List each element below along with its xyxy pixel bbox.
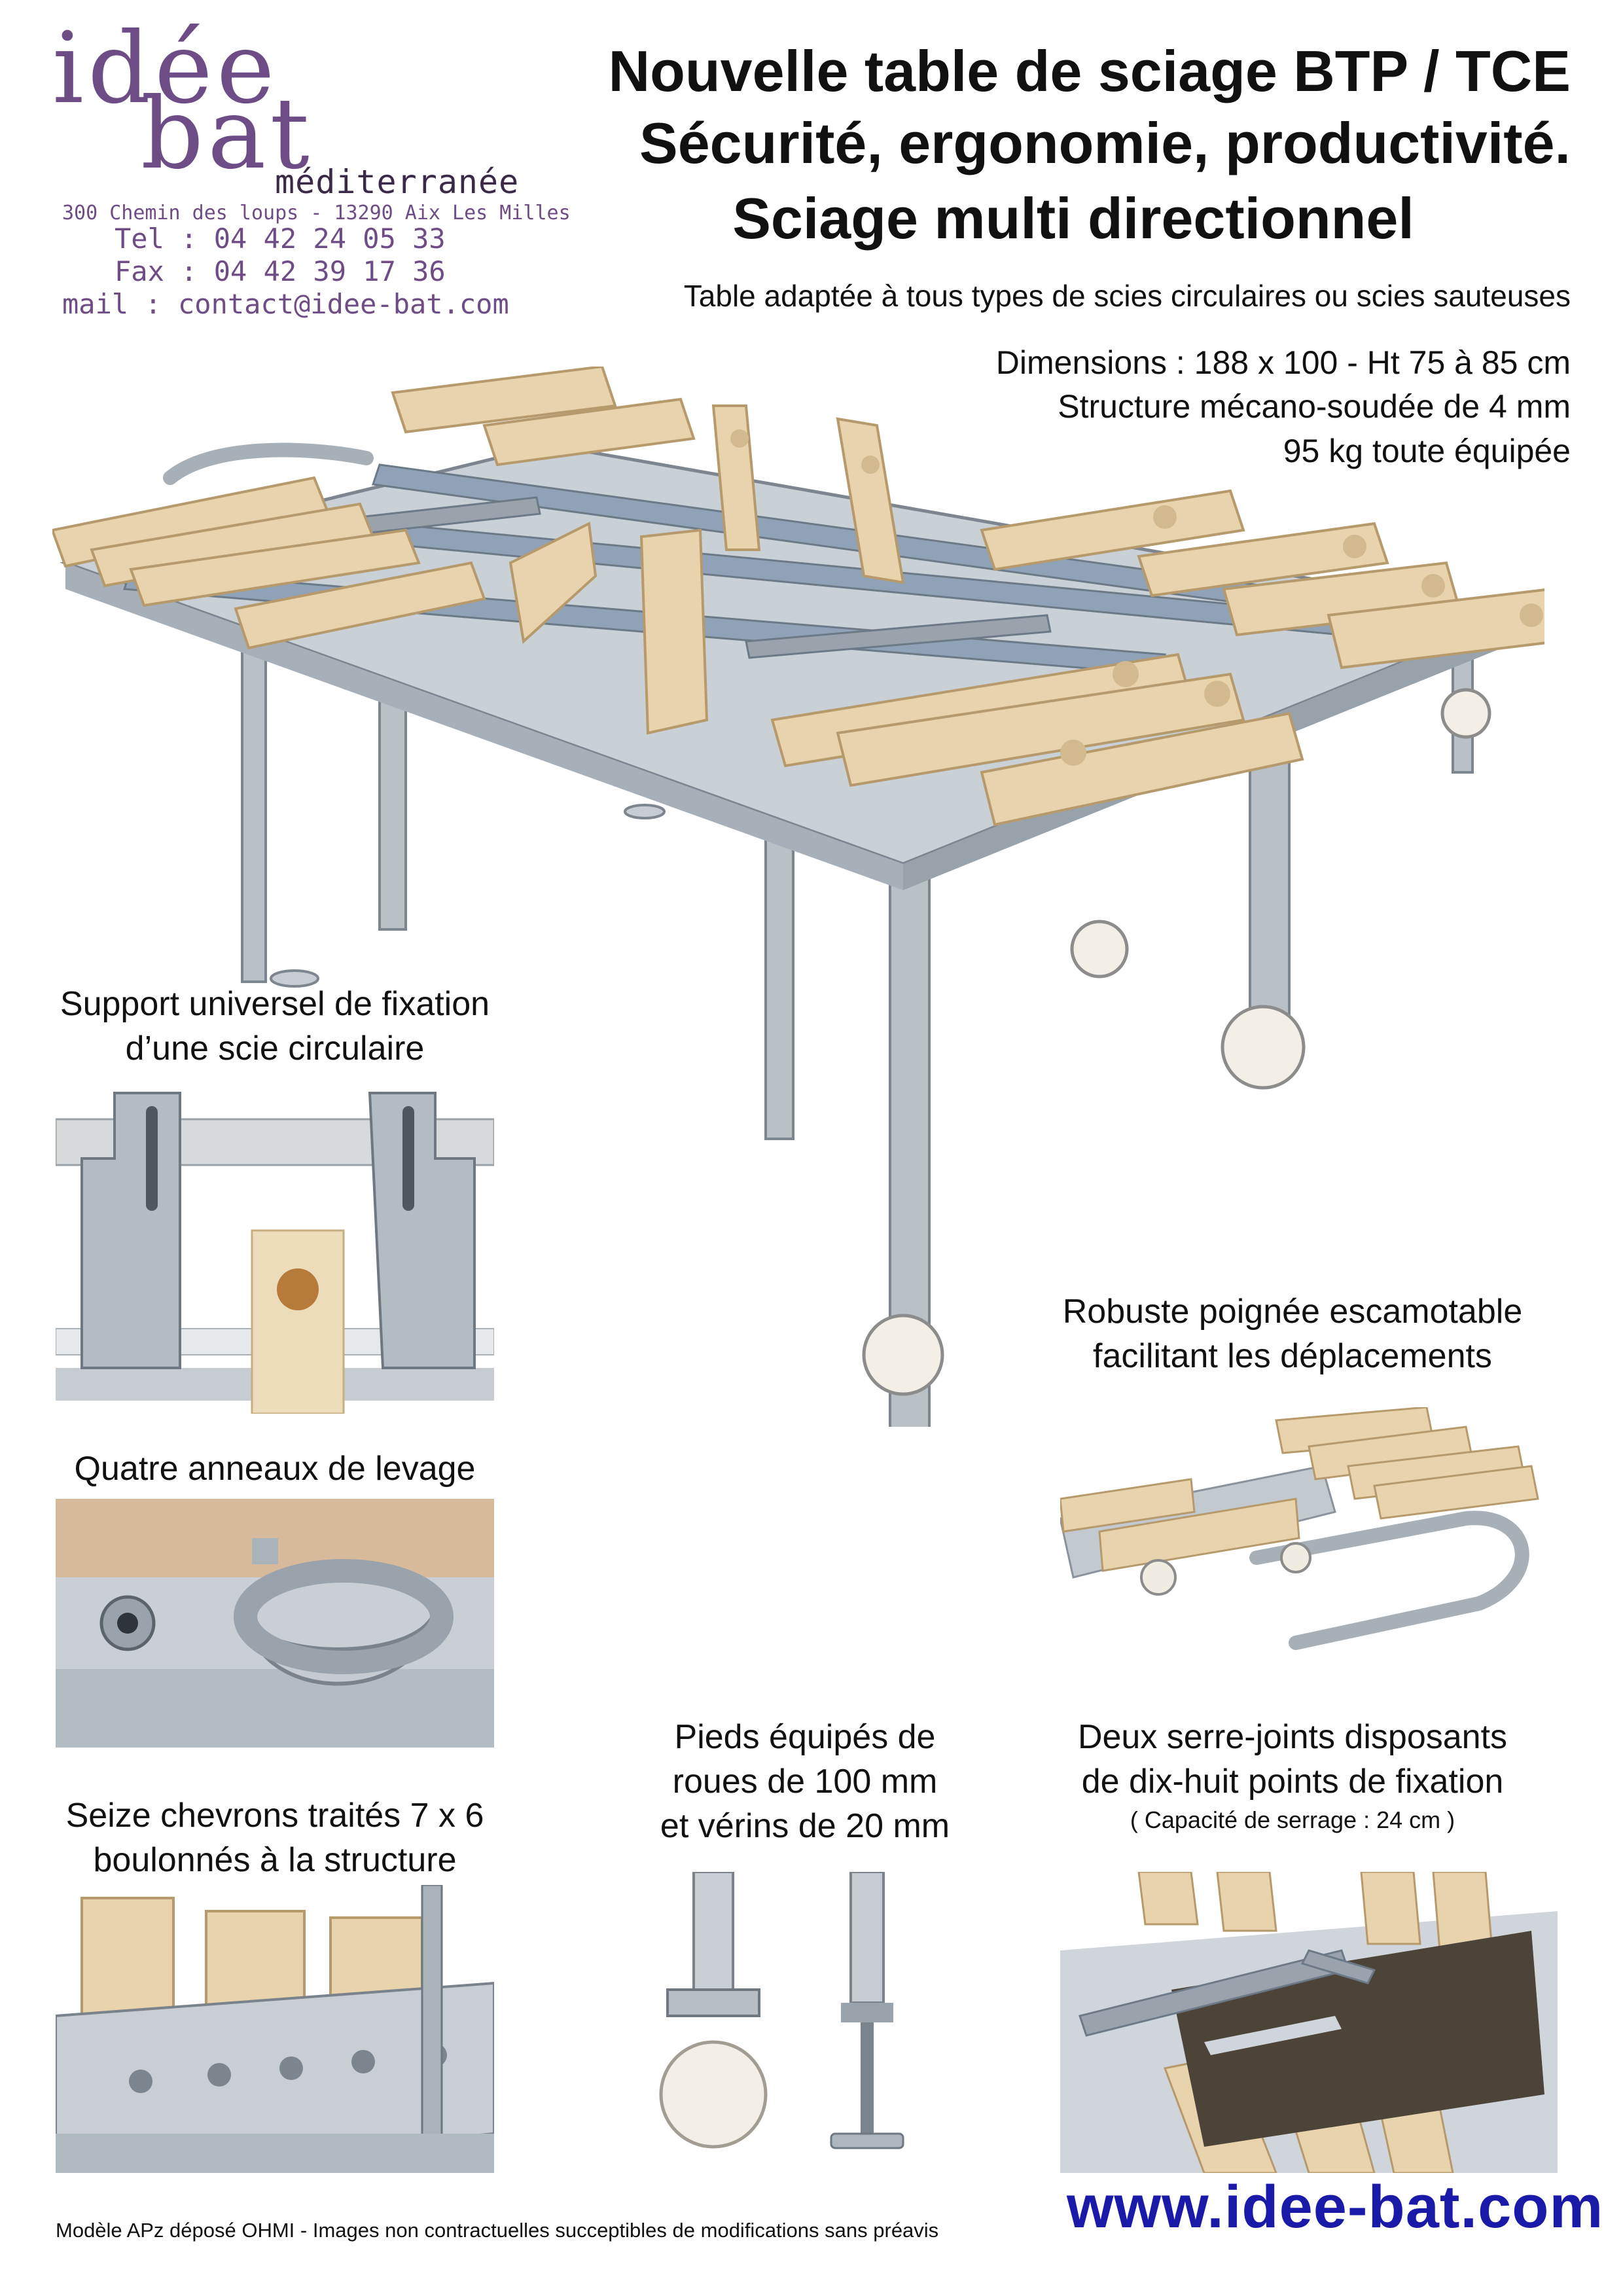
caption-feet-line1: Pieds équipés de: [674, 1718, 936, 1756]
photo-feet: [641, 1872, 969, 2173]
headline-line2: Sécurité, ergonomie, productivité.: [639, 111, 1571, 175]
spec-weight: 95 kg toute équipée: [1283, 433, 1571, 469]
legal-notice: Modèle APz déposé OHMI - Images non cont…: [56, 2219, 939, 2242]
photo-clamps: [1060, 1872, 1558, 2173]
photo-lifting-ring: [56, 1499, 494, 1748]
caption-chevrons: Seize chevrons traités 7 x 6 boulonnés à…: [52, 1793, 497, 1882]
caption-clamps: Deux serre-joints disposants de dix-huit…: [1041, 1715, 1544, 1804]
caption-clamps-line2: de dix-huit points de fixation: [1081, 1763, 1504, 1801]
clamps-capacity-note: ( Capacité de serrage : 24 cm ): [1130, 1806, 1455, 1833]
headline-line1: Nouvelle table de sciage BTP / TCE: [608, 39, 1571, 103]
caption-feet-line3: et vérins de 20 mm: [660, 1807, 950, 1845]
caption-support: Support universel de fixation d’une scie…: [52, 982, 497, 1071]
spec-dimensions: Dimensions : 188 x 100 - Ht 75 à 85 cm: [995, 344, 1571, 381]
caption-handle-line1: Robuste poignée escamotable: [1062, 1293, 1523, 1331]
photo-handle: [1060, 1407, 1558, 1682]
caption-feet-line2: roues de 100 mm: [672, 1763, 938, 1801]
caption-handle: Robuste poignée escamotable facilitant l…: [1041, 1289, 1544, 1378]
caption-chevrons-line1: Seize chevrons traités 7 x 6: [65, 1797, 484, 1835]
caption-rings: Quatre anneaux de levage: [74, 1450, 476, 1488]
logo-bat: bat: [141, 77, 313, 191]
logo-idee: idée: [52, 12, 279, 126]
phone-number: Tel : 04 42 24 05 33: [115, 223, 446, 255]
headline-line3: Sciage multi directionnel: [732, 186, 1414, 251]
caption-handle-line2: facilitant les déplacements: [1093, 1337, 1492, 1375]
caption-clamps-line1: Deux serre-joints disposants: [1077, 1718, 1508, 1756]
subtitle: Table adaptée à tous types de scies circ…: [683, 279, 1571, 313]
main-product-photo: [52, 367, 1544, 1427]
caption-support-line1: Support universel de fixation: [60, 985, 490, 1023]
website-link[interactable]: www.idee-bat.com: [1067, 2174, 1604, 2240]
logo-tagline: méditerranée: [275, 163, 520, 201]
caption-feet: Pieds équipés de roues de 100 mm et véri…: [602, 1715, 1008, 1848]
email-address[interactable]: mail : contact@idee-bat.com: [62, 288, 509, 320]
company-address: 300 Chemin des loups - 13290 Aix Les Mil…: [62, 202, 571, 224]
caption-chevrons-line2: boulonnés à la structure: [93, 1841, 457, 1879]
fax-number: Fax : 04 42 39 17 36: [115, 255, 446, 287]
photo-saw-support: [56, 1080, 494, 1414]
spec-structure: Structure mécano-soudée de 4 mm: [1058, 388, 1571, 425]
photo-chevrons: [56, 1885, 494, 2173]
caption-support-line2: d’une scie circulaire: [125, 1030, 425, 1067]
